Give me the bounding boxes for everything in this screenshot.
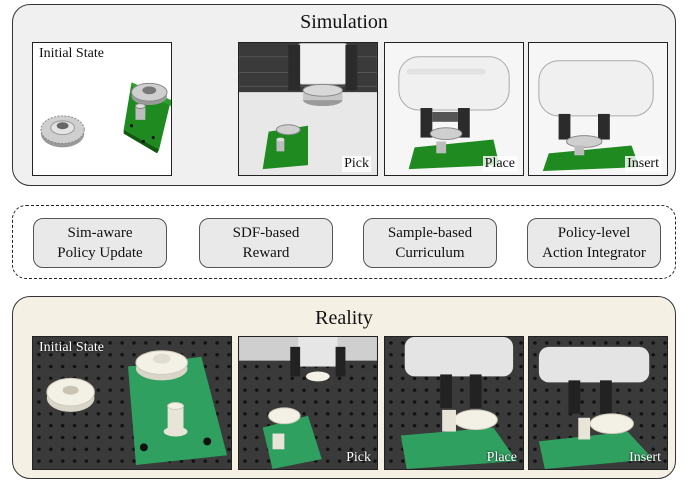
sim-initial-state-label: Initial State (39, 46, 104, 61)
real-place-label: Place (486, 450, 517, 465)
sim-frame-pick: Pick (238, 42, 378, 176)
sim-insert-board (542, 145, 640, 172)
real-place-board (400, 427, 518, 469)
sim-place-robot-arm (398, 56, 510, 138)
simulation-title: Simulation (300, 11, 388, 33)
component-sim-aware-policy-update: Sim-aware Policy Update (33, 218, 167, 268)
real-place-image (385, 337, 523, 469)
sim-pick-board (262, 125, 308, 170)
real-board-peg (163, 402, 188, 437)
component-line: Reward (242, 245, 290, 261)
real-pick-gripper (290, 337, 346, 382)
component-sdf-based-reward: SDF-based Reward (199, 218, 333, 268)
sim-frame-insert: Insert (528, 42, 668, 176)
real-frame-insert: Insert (528, 336, 668, 470)
sim-loose-gear (40, 115, 85, 148)
sim-pick-gripper (288, 43, 358, 107)
real-insert-board (538, 431, 654, 469)
real-insert-label: Insert (629, 450, 661, 465)
component-line: Action Integrator (542, 245, 646, 261)
real-insert-image (529, 337, 667, 469)
sim-pick-image (239, 43, 377, 175)
component-policy-level-action-integrator: Policy-level Action Integrator (527, 218, 661, 268)
sim-pick-label: Pick (342, 156, 371, 172)
sim-insert-label: Insert (625, 156, 661, 172)
sim-frame-place: Place (384, 42, 524, 176)
component-line: Sample-based (387, 225, 473, 241)
real-insert-robot-arm (538, 346, 650, 414)
sim-place-board (408, 139, 500, 170)
real-frame-pick: Pick (238, 336, 378, 470)
real-frame-place: Place (384, 336, 524, 470)
reality-panel: Reality (12, 296, 676, 479)
real-pick-board (262, 415, 322, 469)
real-frame-initial-state: Initial State (32, 336, 232, 470)
component-line: Policy-level (557, 225, 631, 241)
sim-insert-robot-arm (538, 60, 654, 140)
method-components-box: Sim-aware Policy Update SDF-based Reward… (12, 205, 676, 279)
sim-board-peg (135, 103, 146, 120)
component-sample-based-curriculum: Sample-based Curriculum (363, 218, 497, 268)
sim-place-label: Place (482, 156, 517, 172)
real-initial-state-image (33, 337, 231, 469)
simulation-panel: Simulation (12, 4, 676, 186)
sim-initial-state-image (40, 82, 171, 154)
component-line: Sim-aware (67, 225, 133, 241)
real-loose-gear (46, 377, 95, 412)
reality-title: Reality (315, 307, 373, 329)
real-pick-label: Pick (346, 450, 371, 465)
component-line: Curriculum (395, 245, 465, 261)
real-initial-state-label: Initial State (39, 340, 104, 355)
real-board-gear (135, 350, 188, 381)
sim-place-image (385, 43, 523, 175)
sim-frame-initial-state: Initial State (32, 42, 172, 176)
component-line: SDF-based (232, 225, 300, 241)
component-line: Policy Update (57, 245, 143, 261)
real-place-robot-arm (404, 337, 514, 408)
real-pick-image (239, 337, 377, 469)
sim-board-gear (131, 82, 168, 106)
sim-insert-image (529, 43, 667, 175)
